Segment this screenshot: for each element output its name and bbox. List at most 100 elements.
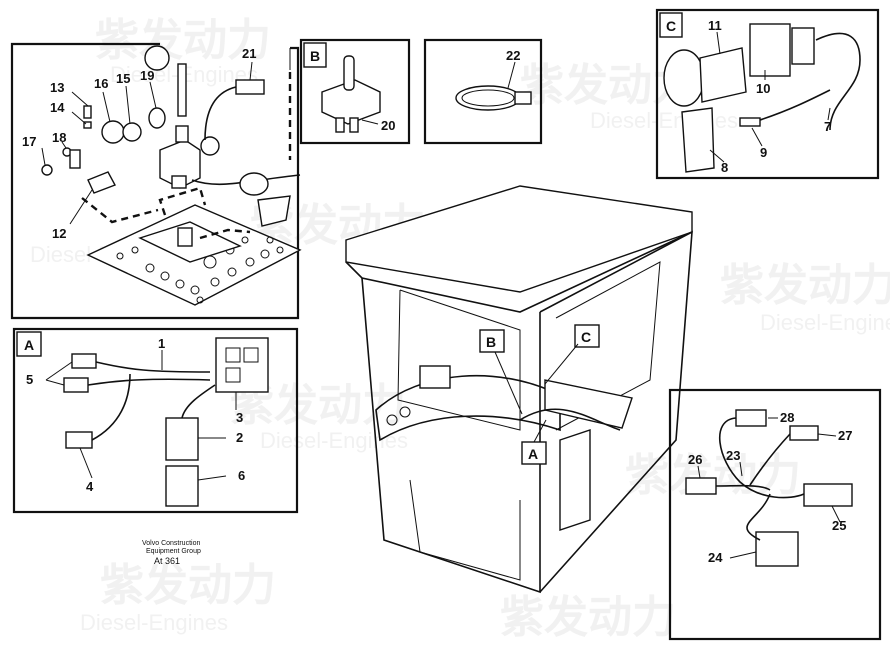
- part-label-20: 20: [381, 118, 395, 133]
- main-panel-frame: [10, 46, 300, 320]
- connector-25: [803, 483, 853, 507]
- side-knob: [200, 136, 220, 156]
- connector-5a: [71, 353, 97, 369]
- cab-control-post: [559, 429, 591, 531]
- box-c-tag: [659, 12, 683, 38]
- detail-box-a: A 1 5 3 2 6 4: [12, 327, 299, 514]
- caption-line1: Volvo Construction: [142, 540, 200, 547]
- cable-tie-inner: [461, 89, 515, 107]
- part-label-11: 11: [708, 18, 722, 33]
- part-label-21: 21: [242, 46, 256, 61]
- part-label-25: 25: [832, 518, 846, 533]
- caption-block: Volvo Construction Equipment Group At 36…: [142, 540, 201, 566]
- leader-7: [827, 107, 831, 121]
- connector-2: [165, 417, 199, 461]
- cab-callout-b: B: [486, 334, 496, 350]
- watermark-cn-4: 紫发动力: [720, 261, 890, 310]
- main-panel-frame-top: [10, 42, 160, 75]
- part-label-6: 6: [238, 468, 245, 483]
- box-b-frame: [299, 38, 411, 145]
- watermark-en-2: Diesel-Engines: [590, 108, 738, 133]
- part-label-27: 27: [838, 428, 852, 443]
- leader-5a: [45, 361, 73, 381]
- part-label-26: 26: [688, 452, 702, 467]
- socket-cell-1: [225, 347, 241, 363]
- cab-display: [419, 365, 451, 389]
- detail-box-b: B 20: [299, 38, 411, 145]
- caption-ref: At 361: [154, 556, 180, 566]
- cab-gauge-2: [399, 406, 411, 418]
- leader-25: [831, 505, 841, 523]
- leader-26: [697, 465, 701, 479]
- leader-5b: [45, 379, 65, 386]
- bracket-clip-12: [87, 171, 116, 194]
- spacer-plate: [69, 149, 81, 169]
- part-label-16: 16: [94, 76, 108, 91]
- watermark-cn-8: 紫发动力: [500, 593, 676, 642]
- harness-wire-2: [87, 378, 211, 386]
- bezel: [122, 122, 142, 142]
- relay-socket-3: [215, 337, 269, 393]
- part-label-13: 13: [50, 80, 64, 95]
- cab-roof-edge: [345, 231, 693, 313]
- contact-block-aux: [791, 27, 815, 65]
- harness-branch-27: [749, 433, 791, 486]
- toggle-pin-1: [335, 117, 345, 133]
- cab-leader-b: [494, 351, 523, 415]
- watermark: 紫发动力 Diesel-Engines 紫发动力 Diesel-Engines …: [30, 16, 890, 642]
- leader-9: [751, 127, 763, 147]
- plate-holes: [116, 236, 284, 304]
- part-label-23: 23: [726, 448, 740, 463]
- part-label-19: 19: [140, 68, 154, 83]
- harness-wire-4: [91, 373, 131, 441]
- leader-22: [507, 61, 516, 89]
- box-a-frame: [12, 327, 299, 514]
- lever-shaft: [177, 63, 187, 117]
- connector-4: [65, 431, 93, 449]
- cab-tag-b: [479, 329, 505, 353]
- switch-top-cap: [175, 125, 189, 143]
- main-panel: 13 14 16 15 19 21 17 18 12: [10, 42, 302, 320]
- box-b-tag: [303, 42, 327, 68]
- cab-callout-c: C: [581, 329, 591, 345]
- watermark-cn-1: 紫发动力: [95, 16, 271, 65]
- contact-block-10: [749, 23, 791, 77]
- part-label-9: 9: [760, 145, 767, 160]
- box-c-label: C: [666, 18, 676, 34]
- stop-button-cap: [663, 49, 705, 107]
- wire-to-right: [191, 174, 301, 186]
- connector-26: [685, 477, 717, 495]
- bracket-switch-seat: [177, 227, 193, 247]
- part-label-12: 12: [52, 226, 66, 241]
- cable-7: [815, 32, 861, 131]
- lamp-holder: [148, 107, 166, 129]
- connector-24: [755, 531, 799, 567]
- leader-27: [817, 433, 837, 437]
- terminal-9: [739, 117, 761, 127]
- connector-27: [789, 425, 819, 441]
- watermark-cn-7: 紫发动力: [100, 561, 276, 610]
- leader-6: [197, 475, 227, 481]
- screw-13: [83, 105, 92, 119]
- watermark-en-5: Diesel-Engines: [260, 428, 408, 453]
- cab-leader-a: [533, 419, 547, 443]
- toggle-switch-body: [321, 79, 381, 125]
- cab-callout-a: A: [528, 446, 538, 462]
- indicator-ball: [144, 45, 170, 71]
- part-label-1: 1: [158, 336, 165, 351]
- box-b-label: B: [310, 48, 320, 64]
- cab-tag-c: [574, 324, 600, 348]
- leader-24: [729, 551, 757, 559]
- stop-button-body: [699, 47, 747, 103]
- toggle-pin-2: [349, 117, 359, 133]
- cab-control-lever: [519, 408, 621, 431]
- toggle-lever: [343, 55, 355, 91]
- harness-branch-26: [715, 484, 771, 491]
- watermark-en-4: Diesel-Engines: [760, 310, 890, 335]
- detail-box-cable-tie: 22: [423, 38, 543, 145]
- leader-8: [709, 149, 725, 163]
- socket-cell-3: [225, 367, 241, 383]
- wire-to-switch: [204, 86, 237, 141]
- connector-28: [735, 409, 767, 427]
